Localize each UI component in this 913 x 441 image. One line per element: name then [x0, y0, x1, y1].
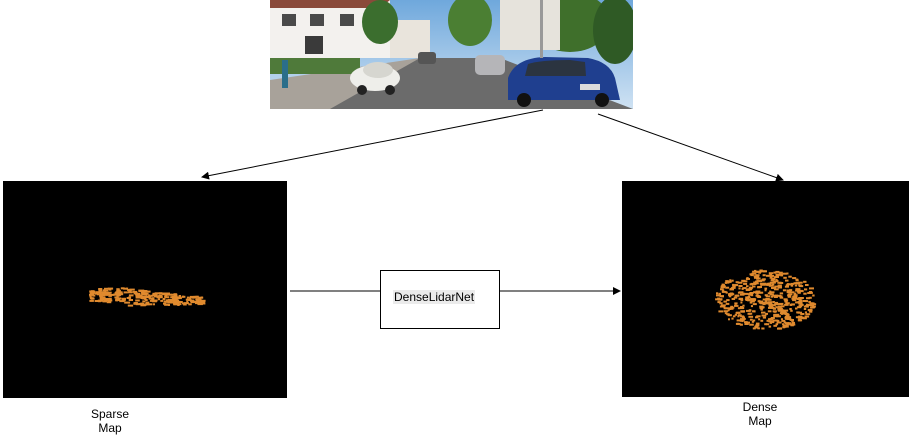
dense-caption-line2: Map — [748, 414, 772, 428]
sparse-map-caption: Sparse Map — [70, 407, 150, 435]
arrow-image-to-sparse — [201, 109, 544, 180]
dense-map-caption: Dense Map — [720, 400, 800, 428]
dense-map-panel — [622, 181, 909, 397]
denselidarnet-block: DenseLidarNet — [380, 270, 500, 329]
dense-caption-line1: Dense — [742, 400, 778, 414]
sparse-caption-line1: Sparse — [90, 407, 130, 421]
denselidarnet-label: DenseLidarNet — [393, 290, 476, 304]
sparse-point-cloud — [89, 287, 206, 307]
sparse-caption-line2: Map — [98, 421, 122, 435]
arrow-image-to-dense — [597, 113, 784, 182]
street-scene-image — [270, 0, 633, 109]
dense-point-cloud — [715, 269, 817, 330]
sparse-map-panel — [3, 181, 287, 398]
